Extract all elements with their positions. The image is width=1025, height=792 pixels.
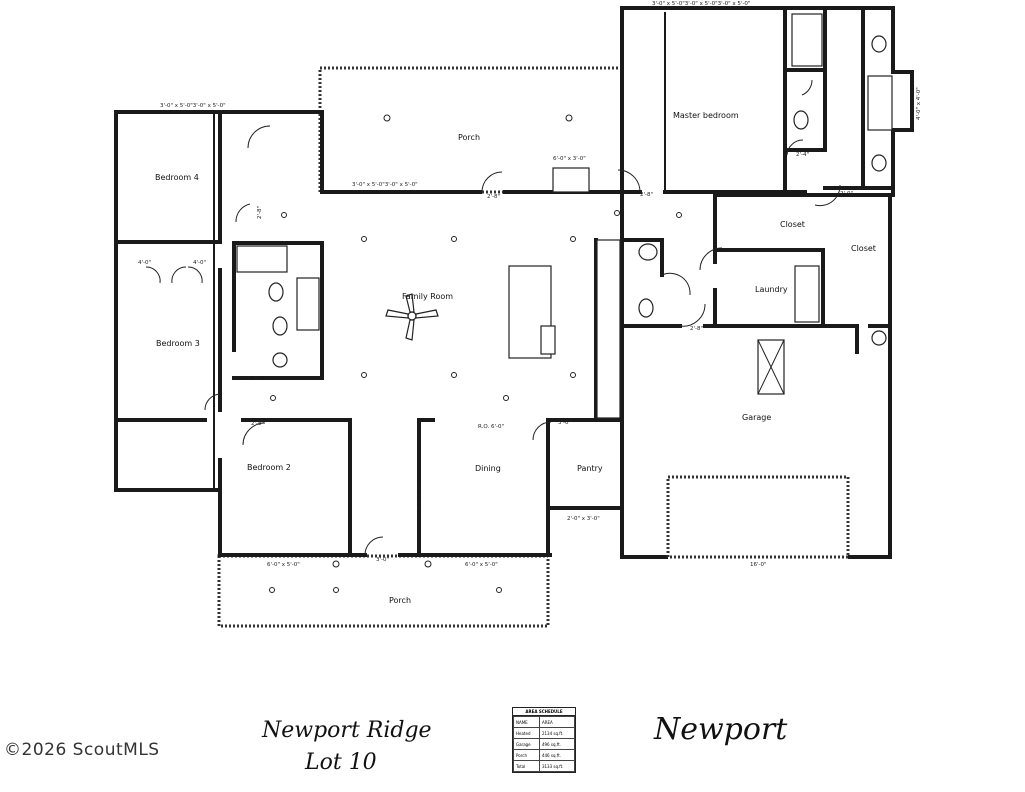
master-tub <box>867 75 893 131</box>
dim-door-28b: 2'-8" <box>251 421 264 427</box>
lot-title: Lot 10 <box>305 750 377 775</box>
dim-front-door: 3'-0" <box>376 557 389 563</box>
master-suite-walls <box>620 6 914 197</box>
half-bath-toilet <box>638 298 654 318</box>
dim-door-28c: 2'-8" <box>640 192 653 198</box>
row-name: Total <box>513 760 540 772</box>
label-dining: Dining <box>475 464 501 473</box>
row-name: Heated <box>513 727 540 739</box>
area-schedule-table: NAME AREA Heated 2134 sq.ft. Garage 496 … <box>513 716 576 772</box>
dim-ro-vertical: R.O. 6'-0" <box>417 484 423 510</box>
dim-door-26: 2'-6" <box>247 376 260 382</box>
sink-bath2b <box>272 352 288 368</box>
toilet <box>268 282 284 302</box>
label-garage: Garage <box>742 413 771 422</box>
table-row: Total 3133 sq.ft. <box>513 760 576 772</box>
garage-utility-walls <box>620 193 892 559</box>
row-area: 446 sq.ft. <box>538 749 576 761</box>
dim-door-24: 2'-4" <box>796 152 809 158</box>
label-closet-1: Closet <box>780 220 805 229</box>
table-row: Porch 446 sq.ft. <box>513 749 576 761</box>
dim-front-window-a: 6'-0" x 5'-0" <box>267 562 300 568</box>
label-pantry: Pantry <box>577 464 603 473</box>
row-name: Garage <box>513 738 540 750</box>
door-swings <box>145 79 841 556</box>
shower <box>791 13 823 67</box>
area-schedule-title: AREA SCHEDULE <box>513 708 575 716</box>
label-family-room: Family Room <box>402 292 453 301</box>
label-porch-bottom: Porch <box>389 596 411 605</box>
dim-front-window-b: 6'-0" x 5'-0" <box>465 562 498 568</box>
fixtures <box>236 13 893 419</box>
dim-kitchen-window: 6'-0" x 3'-0" <box>553 156 586 162</box>
dim-porch-window: 3'-0" x 5'-0"3'-0" x 5'-0" <box>352 182 418 188</box>
label-closet-2: Closet <box>851 244 876 253</box>
dim-door-28e: 2'-8" <box>257 206 263 219</box>
label-porch-top: Porch <box>458 133 480 142</box>
dim-bed4-window: 3'-0" x 5'-0"3'-0" x 5'-0" <box>160 103 226 109</box>
plan-name: Newport <box>654 712 788 747</box>
master-sink-a <box>871 35 887 53</box>
area-schedule: AREA SCHEDULE NAME AREA Heated 2134 sq.f… <box>512 707 576 773</box>
row-area: 3133 sq.ft. <box>538 760 576 772</box>
master-sink-b <box>871 154 887 172</box>
washer-dryer <box>794 265 820 323</box>
label-bedroom4: Bedroom 4 <box>155 173 199 182</box>
dim-closet-door-a: 4'-0" <box>138 260 151 266</box>
main-house-walls <box>114 110 624 557</box>
col-area-header: AREA <box>538 716 576 728</box>
dim-door-28a: 2'-8" <box>487 194 500 200</box>
table-header-row: NAME AREA <box>513 716 576 728</box>
tub <box>236 245 288 273</box>
label-bedroom2: Bedroom 2 <box>247 463 291 472</box>
dim-closet-door-b: 4'-0" <box>193 260 206 266</box>
half-bath-sink <box>638 243 658 261</box>
ceiling-fan-icon <box>385 293 439 341</box>
subdivision-title: Newport Ridge <box>262 718 432 743</box>
dim-ro-dining: R.O. 6'-0" <box>478 424 504 430</box>
master-toilet <box>793 110 809 130</box>
garage-door-outline <box>666 475 850 559</box>
dim-pantry-door: 2'-0" x 3'-0" <box>567 516 600 522</box>
label-bedroom3: Bedroom 3 <box>156 339 200 348</box>
kitchen-sink <box>552 167 590 193</box>
dim-master-window: 3'-0" x 5'-0"3'-0" x 5'-0"3'-0" x 5'-0" <box>652 1 750 7</box>
recessed-lights <box>269 114 682 593</box>
sink-bath2 <box>272 316 288 336</box>
dim-door-20: 2'-0" <box>840 191 853 197</box>
dim-door-30: 3'-0" <box>558 420 571 426</box>
vanity <box>296 277 320 331</box>
label-master-bedroom: Master bedroom <box>673 111 739 120</box>
row-name: Porch <box>513 749 540 761</box>
island-sink <box>540 325 556 355</box>
row-area: 496 sq.ft. <box>538 738 576 750</box>
dim-master-bath-window: 4'-0" x 4'-0" <box>916 87 922 120</box>
row-area: 2134 sq.ft. <box>538 727 576 739</box>
table-row: Heated 2134 sq.ft. <box>513 727 576 739</box>
kitchen-counter <box>596 239 621 419</box>
label-laundry: Laundry <box>755 285 788 294</box>
dim-garage-door: 16'-0" <box>750 562 767 568</box>
water-heater <box>871 330 887 346</box>
mls-watermark: ©2026 ScoutMLS <box>4 740 160 760</box>
table-row: Garage 496 sq.ft. <box>513 738 576 750</box>
bottom-porch-outline <box>217 554 550 628</box>
dim-door-28d: 2'-8" <box>690 326 703 332</box>
col-name-header: NAME <box>513 716 540 728</box>
